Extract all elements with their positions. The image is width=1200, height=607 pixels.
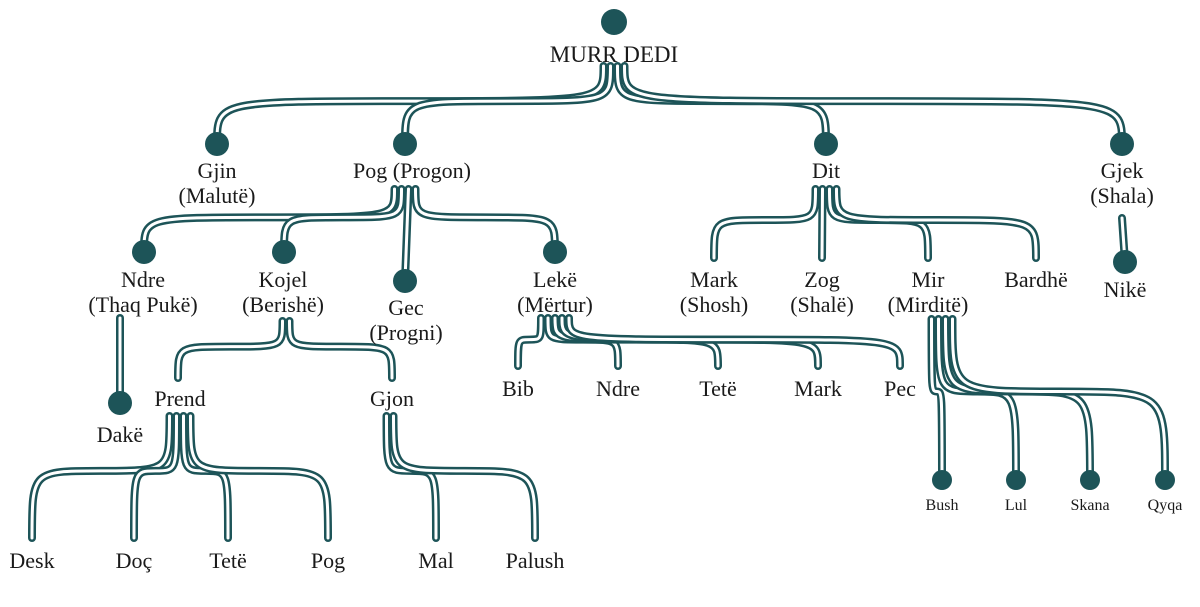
- node-label-pog2: Pog: [311, 548, 345, 573]
- node-sublabel-gec: (Progni): [369, 320, 442, 345]
- tree-links: [28, 62, 1169, 542]
- node-label-bardhe: Bardhë: [1004, 267, 1068, 292]
- node-label-tete2: Tetë: [209, 548, 247, 573]
- node-label-qyqa: Qyqa: [1148, 497, 1183, 514]
- node-dot-gjek: [1110, 132, 1134, 156]
- node-dot-skana: [1080, 470, 1100, 490]
- link-leke-pec: [565, 314, 904, 370]
- node-dot-bush: [932, 470, 952, 490]
- link-dit-zog: [818, 185, 827, 262]
- node-dot-lul: [1006, 470, 1026, 490]
- link-dit-mark1: [710, 185, 820, 262]
- node-label-mark1: Mark: [690, 267, 738, 292]
- link-prend-pog2: [186, 412, 332, 542]
- node-label-murr: MURR DEDI: [550, 42, 678, 67]
- node-dot-kojel: [272, 240, 296, 264]
- link-pog-kojel: [280, 185, 406, 256]
- node-label-gjin: Gjin: [197, 158, 236, 183]
- node-label-mir: Mir: [912, 267, 946, 292]
- node-sublabel-leke: (Mërtur): [517, 292, 593, 317]
- link-murr-pog: [401, 62, 615, 148]
- node-label-prend: Prend: [154, 386, 205, 411]
- node-label-dake: Dakë: [97, 422, 143, 447]
- node-dot-ndre1: [132, 240, 156, 264]
- link-dit-bardhe: [832, 185, 1040, 262]
- link-murr-gjin: [213, 62, 608, 148]
- node-label-bib: Bib: [502, 376, 534, 401]
- node-label-nike: Nikë: [1104, 277, 1147, 302]
- link-pog-leke: [411, 185, 559, 256]
- node-label-zog: Zog: [804, 267, 839, 292]
- node-sublabel-zog: (Shalë): [790, 292, 854, 317]
- link-prend-desk: [28, 412, 174, 542]
- node-dot-qyqa: [1155, 470, 1175, 490]
- node-dot-dake: [108, 391, 132, 415]
- node-sublabel-kojel: (Berishë): [242, 292, 324, 317]
- link-prend-doc: [130, 412, 181, 542]
- node-label-pec: Pec: [884, 376, 916, 401]
- node-label-tete1: Tetë: [699, 376, 737, 401]
- link-kojel-prend: [174, 317, 287, 382]
- node-label-mal: Mal: [418, 548, 453, 573]
- node-label-kojel: Kojel: [259, 267, 308, 292]
- node-dot-gec: [393, 269, 417, 293]
- node-dot-gjin: [205, 132, 229, 156]
- link-kojel-gjon: [285, 317, 396, 382]
- node-label-doc: Doç: [116, 548, 153, 573]
- node-sublabel-gjin: (Malutë): [179, 183, 256, 208]
- node-dot-leke: [543, 240, 567, 264]
- node-label-desk: Desk: [9, 548, 54, 573]
- node-label-dit: Dit: [812, 158, 840, 183]
- node-dot-murr: [601, 9, 627, 35]
- link-mir-bush: [927, 315, 946, 484]
- link-leke-bib: [514, 314, 545, 370]
- link-murr-gjek: [620, 62, 1126, 148]
- node-label-gjek: Gjek: [1101, 158, 1144, 183]
- node-sublabel-gjek: (Shala): [1090, 183, 1154, 208]
- link-pog-ndre1: [140, 185, 399, 256]
- node-label-leke: Lekë: [533, 267, 577, 292]
- node-dot-nike: [1113, 250, 1137, 274]
- node-label-ndre2: Ndre: [596, 376, 640, 401]
- node-label-palush: Palush: [506, 548, 565, 573]
- node-label-mark2: Mark: [794, 376, 842, 401]
- node-dot-pog: [393, 132, 417, 156]
- link-pog-gec: [401, 185, 413, 285]
- node-label-pog: Pog (Progon): [353, 158, 471, 183]
- node-sublabel-mir: (Mirditë): [888, 292, 969, 317]
- tree-nodes: [108, 9, 1175, 490]
- node-label-skana: Skana: [1070, 497, 1109, 514]
- node-dot-dit: [814, 132, 838, 156]
- node-label-ndre1: Ndre: [121, 267, 165, 292]
- node-sublabel-mark1: (Shosh): [680, 292, 748, 317]
- link-gjon-palush: [389, 412, 539, 542]
- node-label-gjon: Gjon: [370, 386, 414, 411]
- node-sublabel-ndre1: (Thaq Pukë): [88, 292, 197, 317]
- node-label-bush: Bush: [926, 497, 959, 514]
- tree-labels: MURR DEDI Gjin(Malutë) Pog (Progon) Dit Gjek…: [9, 42, 1182, 573]
- node-label-gec: Gec: [388, 295, 424, 320]
- node-label-lul: Lul: [1005, 497, 1028, 514]
- link-mir-qyqa: [948, 315, 1169, 484]
